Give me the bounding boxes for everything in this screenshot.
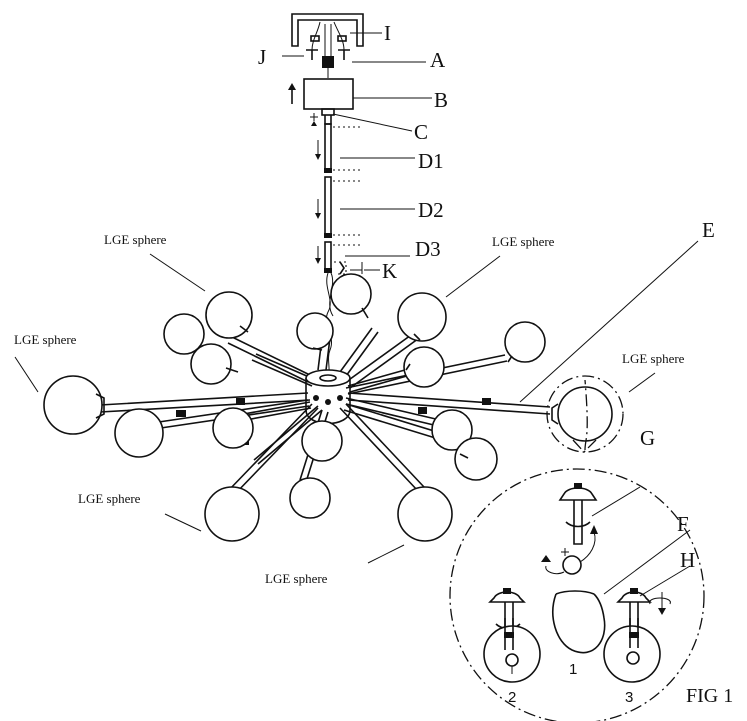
label-c: C	[414, 120, 428, 144]
detail-step-two	[483, 588, 541, 683]
globe-shades	[43, 273, 613, 542]
mounting-screws	[306, 49, 350, 78]
label-g: G	[640, 426, 655, 450]
label-a: A	[430, 48, 446, 72]
label-i: I	[384, 21, 391, 45]
sphere-labels: LGE sphere LGE sphere LGE sphere LGE sph…	[14, 232, 685, 586]
detail-callout	[449, 375, 705, 721]
detail-step-numbers: 1 2 3	[508, 661, 633, 706]
detail-shade-holder-g	[541, 483, 641, 575]
sphere-label-lower-left: LGE sphere	[78, 491, 141, 506]
detail-globe-f	[552, 529, 691, 654]
label-j: J	[258, 45, 266, 69]
label-f: F	[677, 512, 689, 536]
sphere-label-left: LGE sphere	[14, 332, 77, 347]
label-d1: D1	[418, 149, 444, 173]
label-b: B	[434, 88, 448, 112]
figure-caption: FIG 1	[686, 685, 733, 707]
step-number-3: 3	[625, 689, 633, 706]
sphere-label-right: LGE sphere	[622, 351, 685, 366]
label-h: H	[680, 548, 695, 572]
sphere-leaders	[14, 253, 656, 564]
sphere-label-upper-left: LGE sphere	[104, 232, 167, 247]
central-hub	[305, 369, 351, 425]
label-d3: D3	[415, 237, 441, 261]
step-number-2: 2	[508, 689, 516, 706]
ceiling-canopy	[291, 13, 364, 60]
part-letters: I J A B C D1 D2 D3 K E G F H	[258, 21, 715, 572]
step-number-1: 1	[569, 661, 577, 678]
label-e: E	[702, 218, 715, 242]
label-k: K	[382, 259, 397, 283]
leader-lines	[282, 32, 699, 403]
label-d2: D2	[418, 198, 444, 222]
sphere-label-bottom: LGE sphere	[265, 571, 328, 586]
sphere-label-upper-right: LGE sphere	[492, 234, 555, 249]
canopy-body	[288, 78, 354, 126]
detail-step-three	[603, 565, 691, 683]
